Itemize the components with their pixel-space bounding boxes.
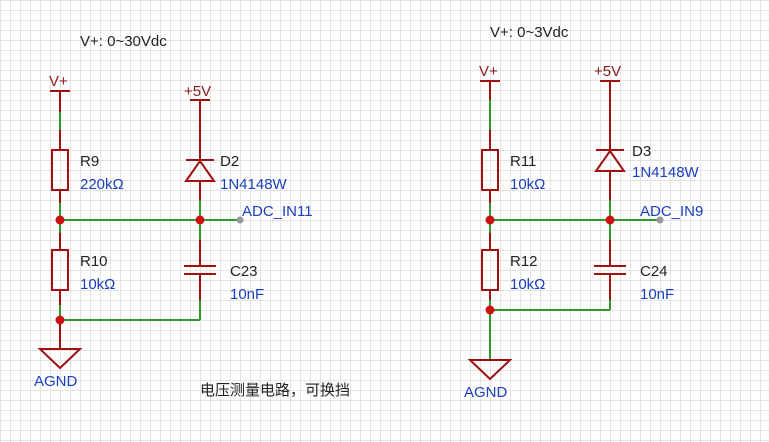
- right-ground-label: AGND: [464, 384, 508, 401]
- left-r-bottom-value: 10kΩ: [80, 276, 115, 293]
- right-cap-value: 10nF: [640, 286, 674, 303]
- left-vplus-port[interactable]: V+: [49, 73, 70, 112]
- right-junction-bottom: [485, 305, 495, 315]
- right-vplus-port[interactable]: V+: [479, 63, 500, 100]
- right-net-label: ADC_IN9: [640, 203, 703, 220]
- right-r-top-ref: R11: [510, 153, 536, 170]
- left-cap-value: 10nF: [230, 286, 264, 303]
- right-junction-net: [605, 215, 615, 225]
- left-cap[interactable]: C23 10nF: [184, 240, 264, 303]
- right-r-top-value: 10kΩ: [510, 176, 545, 193]
- right-r-bottom[interactable]: R12 10kΩ: [481, 233, 545, 300]
- right-r-bottom-ref: R12: [510, 253, 538, 270]
- left-r-bottom-ref: R10: [80, 253, 108, 270]
- right-vplus-label: V+: [479, 63, 498, 80]
- left-r-bottom[interactable]: R10 10kΩ: [51, 233, 115, 305]
- left-ground-label: AGND: [34, 373, 78, 390]
- right-junction-mid: [485, 215, 495, 225]
- right-diode-ref: D3: [632, 143, 651, 160]
- left-junction-net: [195, 215, 205, 225]
- left-range-note: V+: 0~30Vdc: [80, 33, 167, 50]
- left-cap-ref: C23: [230, 263, 258, 280]
- right-net-port[interactable]: [656, 216, 664, 224]
- left-diode-value: 1N4148W: [220, 176, 288, 193]
- right-cap-ref: C24: [640, 263, 668, 280]
- right-cap[interactable]: C24 10nF: [594, 240, 674, 303]
- right-range-note: V+: 0~3Vdc: [490, 24, 569, 41]
- right-diode-value: 1N4148W: [632, 164, 700, 181]
- left-ground-symbol[interactable]: AGND: [34, 348, 83, 390]
- left-diode[interactable]: D2 1N4148W: [184, 120, 288, 200]
- left-r-top-ref: R9: [80, 153, 99, 170]
- left-r-top-value: 220kΩ: [80, 176, 124, 193]
- left-junction-bottom: [55, 315, 65, 325]
- right-supply-port[interactable]: +5V: [594, 63, 621, 110]
- left-diode-ref: D2: [220, 153, 239, 170]
- left-supply-label: +5V: [184, 83, 211, 100]
- left-vplus-label: V+: [49, 73, 68, 90]
- caption-note: 电压测量电路，可换挡: [200, 382, 350, 399]
- right-circuit: V+ R11 10kΩ R12 10kΩ AGND: [464, 63, 703, 401]
- right-r-bottom-value: 10kΩ: [510, 276, 545, 293]
- left-net-label: ADC_IN11: [242, 203, 313, 220]
- right-ground-symbol[interactable]: AGND: [464, 359, 513, 401]
- left-net-port[interactable]: [236, 216, 244, 224]
- right-r-top[interactable]: R11 10kΩ: [481, 130, 545, 203]
- left-circuit: V+ R9 220kΩ R10 10kΩ: [34, 73, 313, 390]
- left-junction-mid: [55, 215, 65, 225]
- left-supply-port[interactable]: +5V: [184, 83, 211, 120]
- left-r-top[interactable]: R9 220kΩ: [51, 130, 124, 203]
- right-diode[interactable]: D3 1N4148W: [594, 110, 700, 200]
- right-supply-label: +5V: [594, 63, 621, 80]
